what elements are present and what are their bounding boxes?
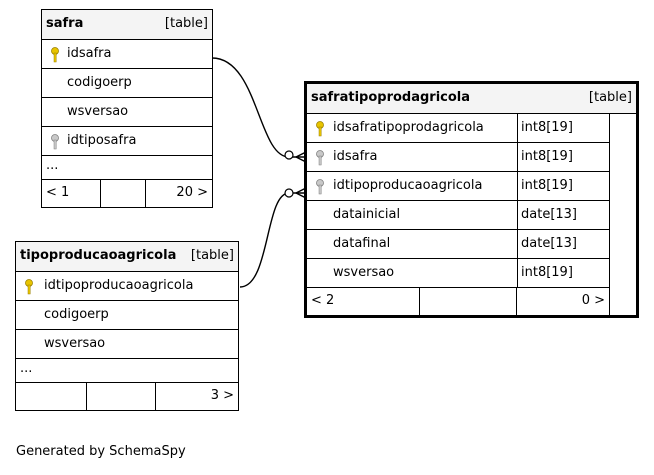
primary-key-icon <box>25 279 33 295</box>
column-row[interactable]: idtiposafra <box>42 127 212 156</box>
column-row[interactable]: datafinal date[13] <box>307 230 609 259</box>
column-name: idtipoproducaoagricola <box>333 178 483 193</box>
generated-by-label: Generated by SchemaSpy <box>16 444 186 459</box>
column-type: date[13] <box>517 230 577 258</box>
rows-count-cell <box>100 180 146 207</box>
more-columns-row[interactable]: ... <box>42 156 212 180</box>
table-footer: < 1 20 > <box>42 180 212 207</box>
table-safratipoprodagricola[interactable]: safratipoprodagricola [table] idsafratip… <box>304 81 639 318</box>
column-name: codigoerp <box>67 75 132 90</box>
children-count-cell[interactable]: 3 > <box>156 383 238 410</box>
column-row[interactable]: codigoerp <box>42 69 212 98</box>
column-type: date[13] <box>517 201 577 229</box>
column-name: wsversao <box>67 104 129 119</box>
column-name: codigoerp <box>44 307 109 322</box>
children-count: 3 > <box>210 388 234 403</box>
table-header[interactable]: safra [table] <box>42 10 212 40</box>
table-name: safra <box>46 16 84 31</box>
column-row[interactable]: wsversao int8[19] <box>307 259 609 288</box>
column-row[interactable]: codigoerp <box>16 301 238 330</box>
column-row[interactable]: idsafra int8[19] <box>307 143 609 172</box>
table-tipoproducaoagricola[interactable]: tipoproducaoagricola [table] idtipoprodu… <box>15 241 239 411</box>
parents-count-cell[interactable]: < 1 <box>42 180 100 207</box>
column-row[interactable]: datainicial date[13] <box>307 201 609 230</box>
parents-count: < 2 <box>311 293 335 308</box>
column-row[interactable]: wsversao <box>42 98 212 127</box>
children-count-cell[interactable]: 0 > <box>517 288 609 315</box>
column-name: idsafra <box>67 46 112 61</box>
edge-optional-circle <box>284 150 294 160</box>
primary-key-icon <box>51 47 59 63</box>
more-columns-indicator: ... <box>20 361 33 376</box>
column-row[interactable]: wsversao <box>16 330 238 359</box>
foreign-key-icon <box>51 134 59 150</box>
edge-tipoproducaoagricola-to-safratipoprodagricola <box>239 192 306 288</box>
column-name: wsversao <box>44 336 106 351</box>
column-row[interactable]: idsafra <box>42 40 212 69</box>
table-footer: 3 > <box>16 383 238 410</box>
column-name: datainicial <box>333 207 401 222</box>
column-type: int8[19] <box>517 172 573 200</box>
children-count: 20 > <box>176 185 208 200</box>
column-name: idsafra <box>333 149 378 164</box>
children-count: 0 > <box>581 293 605 308</box>
table-footer: < 2 0 > <box>307 288 609 315</box>
column-name: wsversao <box>333 265 395 280</box>
columns-area: idsafratipoprodagricola int8[19] idsafra… <box>307 114 610 315</box>
column-row[interactable]: idtipoproducaoagricola int8[19] <box>307 172 609 201</box>
column-name: idtipoproducaoagricola <box>44 278 194 293</box>
column-name: datafinal <box>333 236 391 251</box>
parents-count-cell[interactable]: < 2 <box>307 288 419 315</box>
column-type: int8[19] <box>517 259 573 287</box>
edge-optional-circle <box>284 188 294 198</box>
table-kind-label: [table] <box>588 90 632 105</box>
rows-count-cell <box>419 288 517 315</box>
rows-count-cell <box>86 383 156 410</box>
table-kind-label: [table] <box>190 248 234 263</box>
foreign-key-icon <box>316 179 324 195</box>
edge-safra-to-safratipoprodagricola <box>211 57 306 158</box>
primary-key-icon <box>316 121 324 137</box>
table-kind-label: [table] <box>164 16 208 31</box>
children-count-cell[interactable]: 20 > <box>146 180 212 207</box>
parents-count-cell[interactable] <box>16 383 86 410</box>
table-name: tipoproducaoagricola <box>20 248 177 263</box>
column-row[interactable]: idsafratipoprodagricola int8[19] <box>307 114 609 143</box>
column-name: idsafratipoprodagricola <box>333 120 484 135</box>
more-columns-row[interactable]: ... <box>16 359 238 383</box>
table-name: safratipoprodagricola <box>311 90 471 105</box>
column-row[interactable]: idtipoproducaoagricola <box>16 272 238 301</box>
column-type: int8[19] <box>517 143 573 171</box>
table-header[interactable]: safratipoprodagricola [table] <box>307 84 636 114</box>
foreign-key-icon <box>316 150 324 166</box>
column-type: int8[19] <box>517 114 573 142</box>
table-safra[interactable]: safra [table] idsafra codigoerp wsversao… <box>41 9 213 208</box>
table-header[interactable]: tipoproducaoagricola [table] <box>16 242 238 272</box>
more-columns-indicator: ... <box>46 158 59 173</box>
parents-count: < 1 <box>46 185 70 200</box>
column-name: idtiposafra <box>67 133 137 148</box>
